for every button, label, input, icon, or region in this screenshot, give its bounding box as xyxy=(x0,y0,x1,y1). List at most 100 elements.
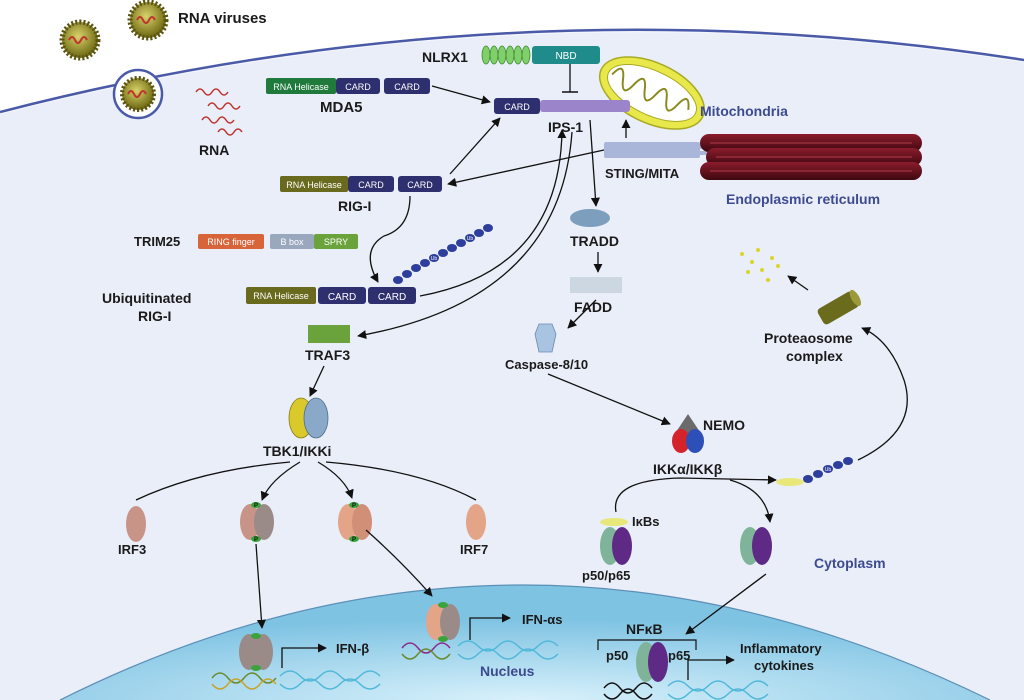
ub-rigi-card-2 xyxy=(368,287,416,304)
rigi-card-2-label: CARD xyxy=(407,180,433,190)
proteasome-label-2: complex xyxy=(786,348,843,364)
ub-rigi-label-2: RIG-I xyxy=(138,308,171,324)
nlrx1-label: NLRX1 xyxy=(422,49,468,65)
traf3-protein xyxy=(308,325,350,343)
ub-rigi-card-2-label: CARD xyxy=(378,292,406,303)
tradd-label: TRADD xyxy=(570,233,619,249)
sting-mita xyxy=(604,142,700,158)
traf3-label: TRAF3 xyxy=(305,347,350,363)
ub-mark: Ub xyxy=(431,256,438,262)
mda5-card-1 xyxy=(336,78,380,94)
mda5-card-1-label: CARD xyxy=(345,82,371,92)
spry-domain xyxy=(314,234,358,249)
rigi-card-2 xyxy=(398,176,442,192)
proteasome-icon xyxy=(817,289,861,325)
inflammatory-label-1: Inflammatory xyxy=(740,641,822,656)
endoplasmic-reticulum xyxy=(700,134,922,180)
irf3-label: IRF3 xyxy=(118,542,146,557)
bbox-label: B box xyxy=(280,237,304,247)
spry-label: SPRY xyxy=(324,237,348,247)
rna-icon xyxy=(195,88,243,136)
irf7-label: IRF7 xyxy=(460,542,488,557)
nbd-label: NBD xyxy=(555,51,576,62)
mda5-helicase xyxy=(266,78,336,94)
mda5-helicase-label: RNA Helicase xyxy=(273,82,329,92)
rigi-helicase xyxy=(280,176,348,192)
mda5-card-2-label: CARD xyxy=(394,82,420,92)
fadd-label: FADD xyxy=(574,299,612,315)
nlrx1-lrr xyxy=(481,45,531,65)
ips1-label: IPS-1 xyxy=(548,119,583,135)
ikbs-label: IκBs xyxy=(632,514,659,529)
phospho-irf3-dimer xyxy=(240,502,274,542)
cytoplasm-label: Cytoplasm xyxy=(814,555,886,571)
tradd-protein xyxy=(570,209,610,227)
ikki-protein xyxy=(303,397,329,439)
nbd-domain xyxy=(532,46,600,64)
p65-protein xyxy=(612,527,632,565)
mda5-card-2 xyxy=(384,78,430,94)
trim25-label: TRIM25 xyxy=(134,234,180,249)
bbox-domain xyxy=(270,234,314,249)
dna-strand xyxy=(603,680,769,700)
irf3-promoter-complex xyxy=(239,633,273,671)
rna-label: RNA xyxy=(199,142,229,158)
cytokine-transcription-arrow xyxy=(687,655,735,680)
p-mark: P xyxy=(254,537,258,543)
mda5-label: MDA5 xyxy=(320,99,363,116)
ub-rigi-helicase-label: RNA Helicase xyxy=(253,291,309,301)
ub-mark: Ub xyxy=(825,467,832,473)
mitochondria-label: Mitochondria xyxy=(700,103,788,119)
caspase-label: Caspase-8/10 xyxy=(505,357,588,372)
irf7-protein xyxy=(466,504,486,540)
ub-rigi-label-1: Ubiquitinated xyxy=(102,290,191,306)
phospho-marks: P P P P xyxy=(254,503,356,543)
ifna-label: IFN-αs xyxy=(522,612,563,627)
nfkb-p65 xyxy=(648,642,668,682)
ring-finger-domain xyxy=(198,234,264,249)
nucleus-label: Nucleus xyxy=(480,663,535,679)
fadd-protein xyxy=(570,277,622,293)
ikb-protein xyxy=(600,518,628,526)
irf3-protein xyxy=(126,506,146,542)
ubiquitin-chain xyxy=(393,224,493,284)
ub-text-marks: Ub Ub Ub xyxy=(431,236,832,473)
ubiquitinated-ikb xyxy=(776,457,853,486)
inflammatory-label-2: cytokines xyxy=(754,658,814,673)
rna-viruses-label: RNA viruses xyxy=(178,10,267,27)
endocytosed-virus xyxy=(112,68,164,120)
ring-finger-label: RING finger xyxy=(207,237,255,247)
ub-rigi-card-1-label: CARD xyxy=(328,292,356,303)
ips1-card-label: CARD xyxy=(504,102,530,112)
caspase-protein xyxy=(534,323,557,353)
degraded-peptides xyxy=(740,248,780,282)
irf7-promoter-complex xyxy=(426,602,460,642)
p50-label: p50 xyxy=(606,648,628,663)
ub-rigi-helicase xyxy=(246,287,316,304)
p-mark: P xyxy=(352,537,356,543)
ikk-label: IKKα/IKKβ xyxy=(653,461,723,477)
p-mark: P xyxy=(254,503,258,509)
er-label: Endoplasmic reticulum xyxy=(726,191,880,207)
tbk1-label: TBK1/IKKi xyxy=(263,443,331,459)
virus-icon xyxy=(59,19,101,61)
sting-label: STING/MITA xyxy=(605,166,680,181)
virus-icon xyxy=(127,0,169,41)
pathway-arrows xyxy=(135,85,908,635)
ips1-body xyxy=(540,100,630,112)
dna-strand xyxy=(211,670,381,690)
nemo-label: NEMO xyxy=(703,417,745,433)
p50p65-label: p50/p65 xyxy=(582,568,630,583)
ikkb-protein xyxy=(686,429,704,453)
ub-mark: Ub xyxy=(467,236,474,242)
dna-strand xyxy=(401,640,559,660)
ifna-transcription-arrow xyxy=(469,613,511,640)
proteasome-label-1: Proteaosome xyxy=(764,330,853,346)
ub-rigi-card-1 xyxy=(318,287,366,304)
ips1-card xyxy=(494,98,540,114)
nfkb-label: NFκB xyxy=(626,621,663,637)
free-p65 xyxy=(752,527,772,565)
ifnb-transcription-arrow xyxy=(281,643,327,668)
